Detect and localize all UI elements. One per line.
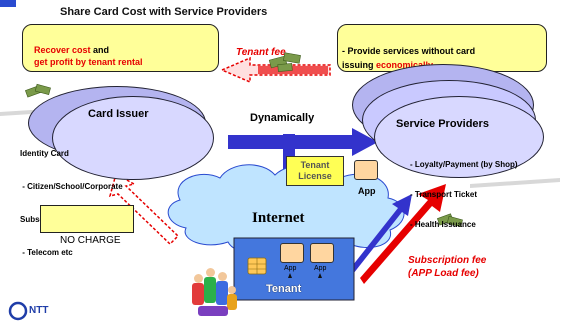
right-callout-bold: Provide services — [347, 46, 420, 56]
right-callout-prefix: - — [342, 46, 348, 56]
internet-label: Internet — [252, 210, 305, 226]
blue-diagonal-arrow — [338, 194, 412, 288]
tenant-license-line1: Tenant — [300, 160, 330, 170]
left-callout-red-1: Recover cost — [34, 45, 91, 55]
service-providers-list: - Loyalty/Payment (by Shop) - Transport … — [410, 140, 518, 240]
service-providers-ellipse-front — [374, 96, 544, 178]
money-icon-top — [268, 52, 301, 72]
person-icon — [192, 283, 204, 305]
card-app-slot-left — [280, 243, 304, 263]
internet-cloud — [167, 164, 405, 256]
person-icon — [194, 274, 203, 283]
service-providers-line: - Transport Ticket — [410, 190, 477, 199]
dynamically-label: Dynamically — [250, 112, 315, 124]
left-callout-red-2: get profit by tenant rental — [34, 57, 143, 67]
slot-arrow-left — [288, 273, 292, 278]
slot-arrow-right — [318, 273, 322, 278]
card-issuer-list: Identity Card - Citizen/School/Corporate… — [20, 126, 123, 269]
title-tab-accent — [0, 0, 16, 7]
person-icon — [227, 294, 237, 310]
logo-text: NTT — [29, 305, 49, 316]
tenant-label: Tenant — [266, 283, 302, 295]
card-issuer-line: Identity Card — [20, 149, 69, 158]
card-chip-icon — [247, 257, 267, 275]
money-icon-right — [437, 213, 463, 228]
subscription-fee-arrow — [360, 184, 446, 284]
ntt-logo-icon — [8, 301, 28, 321]
person-icon — [218, 272, 227, 281]
right-callout-black-2: issuing — [342, 60, 377, 70]
service-providers-line: - Loyalty/Payment (by Shop) — [410, 160, 518, 169]
no-charge-arrow — [108, 172, 180, 246]
subscription-fee-label: Subscription fee (APP Load fee) — [408, 254, 486, 280]
dynamically-arrow — [228, 128, 378, 156]
right-callout-red-2: economically — [376, 60, 434, 70]
tenant-license-line2: License — [298, 171, 332, 181]
card-issuer-title: Card Issuer — [88, 108, 149, 120]
service-providers-title: Service Providers — [396, 118, 489, 130]
no-charge-box — [40, 205, 134, 233]
card-issuer-ellipse-front — [52, 96, 214, 180]
app-label: App — [358, 186, 376, 196]
people-illustration — [192, 264, 238, 320]
slide-title: Share Card Cost with Service Providers — [60, 6, 268, 18]
right-callout-rest: without card — [419, 46, 476, 56]
service-providers-line: - Health Issuance — [410, 220, 476, 229]
no-charge-label: NO CHARGE — [60, 235, 121, 246]
tenant-fee-label: Tenant fee — [236, 47, 286, 58]
tenant-fee-arrow — [220, 56, 331, 84]
left-callout-black-1: and — [90, 45, 110, 55]
person-icon — [216, 281, 228, 305]
person-icon — [206, 268, 215, 277]
app-card-icon — [354, 160, 378, 180]
card-app-label-right: App — [314, 265, 327, 272]
right-callout-text: - Provide services without card issuing … — [342, 44, 475, 72]
person-icon — [228, 286, 236, 294]
grey-perspective-bar-right — [470, 178, 560, 188]
subscription-fee-line1: Subscription fee — [408, 255, 487, 266]
left-callout-text: Recover cost and get profit by tenant re… — [34, 44, 143, 68]
card-issuer-line: - Citizen/School/Corporate — [20, 182, 123, 191]
person-icon — [198, 306, 228, 316]
card-issuer-line: - Telecom etc — [20, 248, 73, 257]
person-icon — [204, 277, 216, 303]
card-app-label-left: App — [284, 265, 297, 272]
tenant-license-box: Tenant License — [286, 156, 344, 186]
card-app-slot-right — [310, 243, 334, 263]
money-icon-left — [25, 83, 51, 98]
left-callout — [22, 24, 219, 72]
subscription-fee-line2: (APP Load fee) — [408, 268, 479, 279]
